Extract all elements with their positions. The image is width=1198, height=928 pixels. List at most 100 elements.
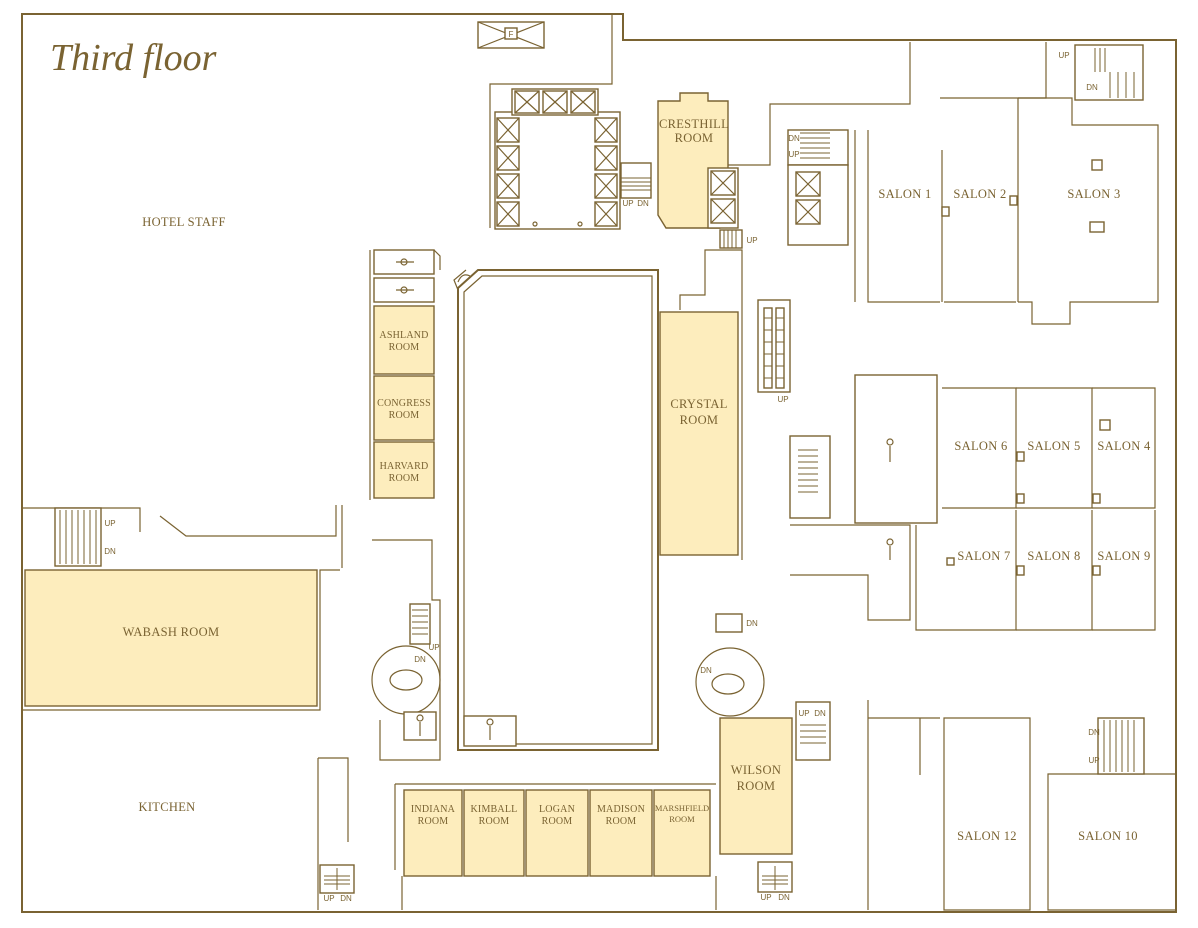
indiana-room[interactable]: INDIANA ROOM — [403, 789, 463, 877]
stair-dn-label: DN — [814, 709, 826, 718]
crystal-label-1: CRYSTAL — [670, 397, 727, 411]
wilson-label-2: ROOM — [737, 779, 776, 793]
kitchen-wall — [317, 757, 349, 910]
restroom-icon-salon-lobby — [886, 438, 894, 462]
spiral-stair-right: DN DN — [695, 613, 765, 717]
crystal-room[interactable]: CRYSTAL ROOM — [659, 311, 739, 556]
ashland-label-1: ASHLAND — [379, 330, 428, 341]
service-wall — [489, 14, 613, 228]
stair-dn-label: DN — [1086, 83, 1098, 92]
kimball-room[interactable]: KIMBALL ROOM — [463, 789, 525, 877]
stair-mid-right — [789, 435, 831, 519]
congress-label-1: CONGRESS — [377, 398, 431, 409]
stair-dn-label: DN — [746, 619, 758, 628]
cresthill-label-1: CRESTHILL — [659, 117, 729, 131]
salon-12[interactable]: SALON 12 — [943, 717, 1031, 911]
stair-up-label: UP — [1058, 51, 1069, 60]
restroom-icon-central — [486, 718, 494, 740]
salon-2[interactable]: SALON 2 — [941, 98, 1019, 303]
wilson-room[interactable]: WILSON ROOM — [719, 717, 793, 855]
salon-4[interactable]: SALON 4 — [1092, 387, 1156, 509]
salon-4-label: SALON 4 — [1097, 439, 1151, 453]
salon-12-label: SALON 12 — [957, 829, 1017, 843]
logan-room[interactable]: LOGAN ROOM — [525, 789, 589, 877]
stair-up-label: UP — [746, 236, 757, 245]
salon-5-label: SALON 5 — [1027, 439, 1080, 453]
salon-1-label: SALON 1 — [878, 187, 931, 201]
restroom-icon-left — [416, 714, 424, 736]
elevator-pair-right: UP — [707, 167, 758, 249]
stair-up-label: UP — [1088, 756, 1099, 765]
marshfield-label-1: MARSHFIELD — [655, 803, 709, 813]
salon-12-corridor — [867, 700, 940, 910]
congress-room[interactable]: CONGRESS ROOM — [373, 375, 435, 441]
kimball-label-1: KIMBALL — [471, 804, 518, 815]
stair-top-right: UP DN — [1058, 44, 1144, 101]
harvard-room[interactable]: HARVARD ROOM — [373, 441, 435, 499]
salon-7[interactable]: SALON 7 — [915, 510, 1017, 631]
salon-9[interactable]: SALON 9 — [1092, 510, 1156, 631]
stair-bottom-center: UP DN — [757, 861, 793, 902]
salon-8[interactable]: SALON 8 — [1016, 510, 1093, 631]
salon-9-label: SALON 9 — [1097, 549, 1150, 563]
logan-label-1: LOGAN — [539, 804, 575, 815]
stair-dn-label: DN — [340, 894, 352, 903]
harvard-label-2: ROOM — [389, 473, 420, 484]
harvard-label-1: HARVARD — [380, 461, 429, 472]
stair-dn-label: DN — [700, 666, 712, 675]
salon-10[interactable]: SALON 10 — [1047, 773, 1177, 911]
stair-up-label: UP — [104, 519, 115, 528]
stair-dn-label: DN — [104, 547, 116, 556]
top-right-notch — [712, 42, 911, 166]
indiana-label-1: INDIANA — [411, 804, 456, 815]
salon-8-label: SALON 8 — [1027, 549, 1080, 563]
wabash-label: WABASH ROOM — [123, 625, 220, 639]
kimball-label-2: ROOM — [479, 816, 510, 827]
wabash-room[interactable]: WABASH ROOM — [24, 569, 318, 707]
hotel-staff-label: HOTEL STAFF — [142, 215, 225, 229]
salon-5[interactable]: SALON 5 — [1016, 387, 1093, 509]
elevator-bank-top — [494, 88, 621, 230]
stair-dn-label: DN — [1088, 728, 1100, 737]
restrooms-left — [373, 249, 441, 303]
stair-up-label: UP — [798, 709, 809, 718]
central-hall — [457, 269, 659, 751]
kitchen-label: KITCHEN — [139, 800, 196, 814]
crystal-label-2: ROOM — [680, 413, 719, 427]
salon-top-walls — [854, 42, 1047, 302]
phone-icon — [457, 274, 471, 283]
salon-6[interactable]: SALON 6 — [942, 387, 1017, 509]
marshfield-label-2: ROOM — [669, 814, 695, 824]
madison-label-1: MADISON — [597, 804, 645, 815]
bottom-room-corridor — [394, 783, 717, 910]
ashland-room[interactable]: ASHLAND ROOM — [373, 305, 435, 375]
salon-1[interactable]: SALON 1 — [867, 130, 940, 303]
stair-up-label: UP — [760, 893, 771, 902]
escalator-up-label: UP — [777, 395, 788, 404]
indiana-label-2: ROOM — [418, 816, 449, 827]
floor-title: Third floor — [50, 37, 217, 79]
salon-6-label: SALON 6 — [954, 439, 1007, 453]
escalator: UP — [757, 299, 791, 404]
restroom-icon-salon-corridor — [886, 538, 894, 560]
wilson-label-1: WILSON — [731, 763, 781, 777]
salon-lobby — [854, 374, 938, 524]
salon-7-label: SALON 7 — [957, 549, 1010, 563]
freight-elevator: F — [477, 21, 545, 49]
stair-left: UP DN — [54, 507, 116, 567]
stair-bottom-left: UP DN — [319, 864, 355, 903]
madison-room[interactable]: MADISON ROOM — [589, 789, 653, 877]
spiral-stair-left: UP DN — [371, 539, 441, 761]
wabash-wall — [22, 569, 340, 711]
stair-salon-top: DN UP — [787, 129, 849, 246]
salon-2-label: SALON 2 — [953, 187, 1006, 201]
marshfield-room[interactable]: MARSHFIELD ROOM — [653, 789, 711, 877]
congress-label-2: ROOM — [389, 410, 420, 421]
salon-corridor — [790, 524, 911, 621]
crystal-corridor — [679, 249, 743, 560]
freight-label: F — [509, 30, 514, 39]
salon-3-label: SALON 3 — [1067, 187, 1120, 201]
salon-3[interactable]: SALON 3 — [1018, 97, 1159, 325]
salon-10-label: SALON 10 — [1078, 829, 1138, 843]
